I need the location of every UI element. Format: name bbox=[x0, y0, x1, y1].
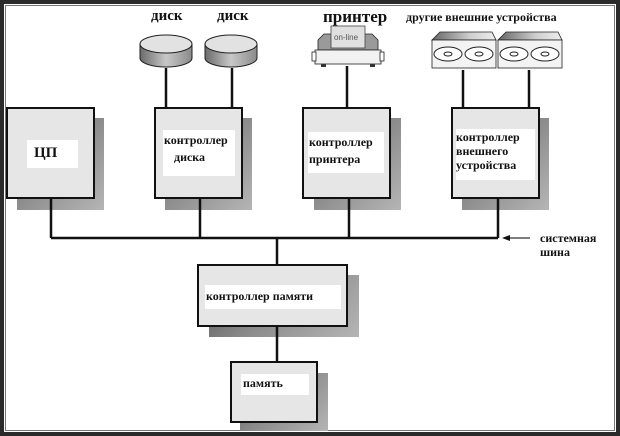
printer-status-text: on-line bbox=[334, 33, 359, 42]
external-controller-label-line2: внешнего bbox=[456, 144, 509, 158]
disk-controller-label-line1: контроллер bbox=[164, 133, 228, 147]
system-bus-label-line2: шина bbox=[540, 245, 570, 259]
memory-controller-block: контроллер памяти bbox=[197, 264, 348, 327]
disk-icon bbox=[204, 34, 258, 68]
system-bus-label-line1: системная bbox=[540, 231, 597, 245]
printer-label: принтер bbox=[323, 7, 388, 26]
memory-label: память bbox=[243, 376, 283, 390]
disk-controller-label-line2: диска bbox=[174, 150, 206, 164]
bus-arrow-icon bbox=[502, 235, 530, 241]
external-device-icon bbox=[431, 31, 497, 69]
external-controller-label-line1: контроллер bbox=[456, 130, 520, 144]
other-devices-label: другие внешние устройства bbox=[406, 10, 557, 24]
disk2-label: диск bbox=[217, 8, 249, 24]
cpu-block: ЦП bbox=[6, 107, 95, 199]
external-controller-block: контроллер внешнего устройства bbox=[451, 107, 540, 199]
disk-icon bbox=[139, 34, 193, 68]
external-device-icon bbox=[497, 31, 563, 69]
disk-controller-block: контроллер диска bbox=[154, 107, 243, 199]
memory-controller-label: контроллер памяти bbox=[206, 289, 314, 303]
printer-controller-label-line2: принтера bbox=[309, 152, 361, 166]
external-controller-label-line3: устройства bbox=[456, 158, 517, 172]
memory-block: память bbox=[230, 361, 318, 423]
printer-icon bbox=[311, 25, 385, 67]
printer-controller-block: контроллер принтера bbox=[302, 107, 391, 199]
printer-controller-label-line1: контроллер bbox=[309, 135, 373, 149]
cpu-label: ЦП bbox=[34, 145, 58, 161]
disk1-label: диск bbox=[151, 8, 183, 24]
